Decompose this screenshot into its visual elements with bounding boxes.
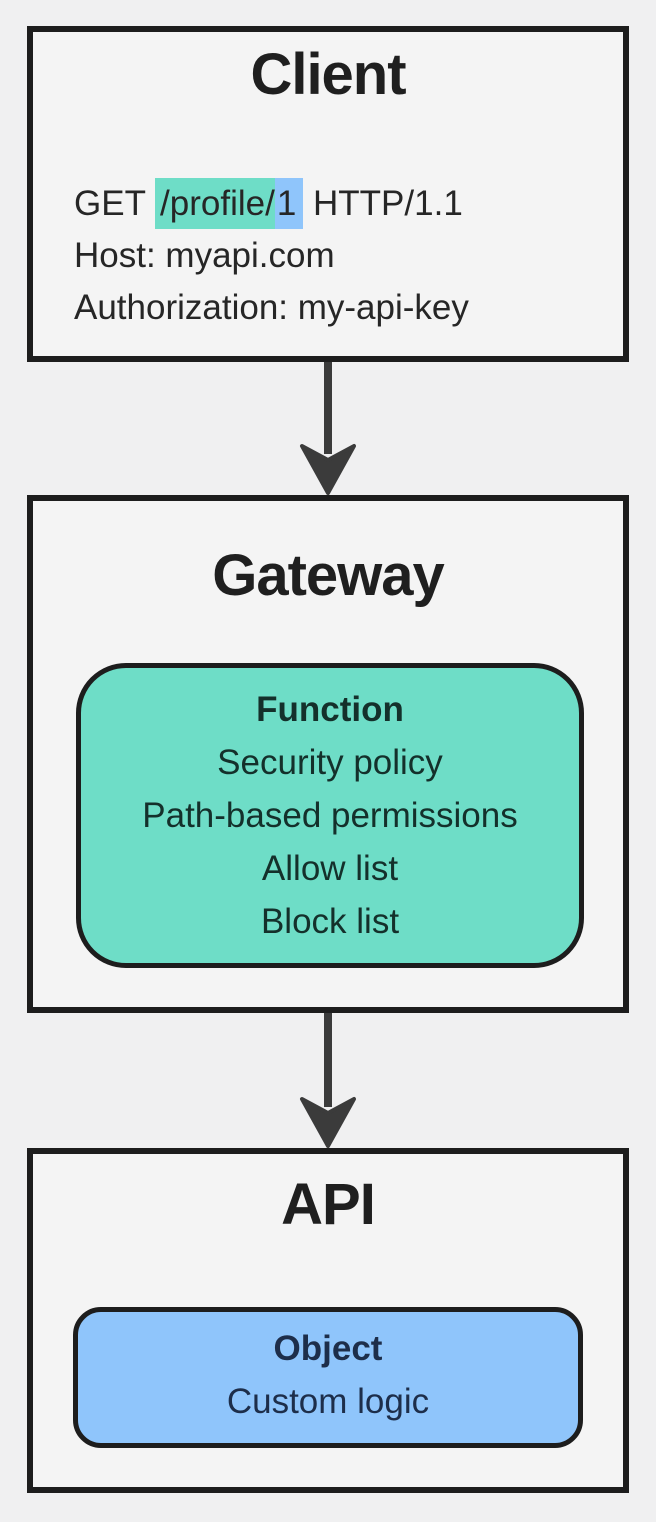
http-request-text: GET /profile/1 HTTP/1.1 Host: myapi.com … — [74, 178, 469, 334]
function-item: Security policy — [217, 743, 443, 782]
authorization-line: Authorization: my-api-key — [74, 288, 469, 327]
request-method: GET — [74, 184, 156, 223]
arrow-down-icon — [298, 362, 358, 495]
arrow-down-icon — [298, 1013, 358, 1148]
gateway-node: Gateway Function Security policy Path-ba… — [27, 495, 629, 1013]
function-box-title: Function — [256, 690, 404, 729]
host-line: Host: myapi.com — [74, 236, 335, 275]
object-box: Object Custom logic — [73, 1307, 583, 1448]
client-node: Client GET /profile/1 HTTP/1.1 Host: mya… — [27, 26, 629, 362]
function-item: Block list — [260, 902, 400, 941]
object-box-title: Object — [273, 1329, 383, 1368]
request-path-highlight: /profile/ — [155, 178, 275, 229]
request-line: GET /profile/1 HTTP/1.1 — [74, 178, 469, 230]
object-item: Custom logic — [226, 1382, 430, 1421]
request-protocol: HTTP/1.1 — [303, 184, 463, 223]
api-node-title: API — [281, 1172, 376, 1237]
client-node-title: Client — [250, 42, 406, 107]
function-box: Function Security policy Path-based perm… — [76, 663, 584, 968]
function-item: Allow list — [261, 849, 399, 888]
function-item: Path-based permissions — [142, 796, 518, 835]
api-node: API Object Custom logic — [27, 1148, 629, 1493]
request-id-highlight: 1 — [274, 178, 304, 229]
gateway-node-title: Gateway — [212, 543, 445, 608]
